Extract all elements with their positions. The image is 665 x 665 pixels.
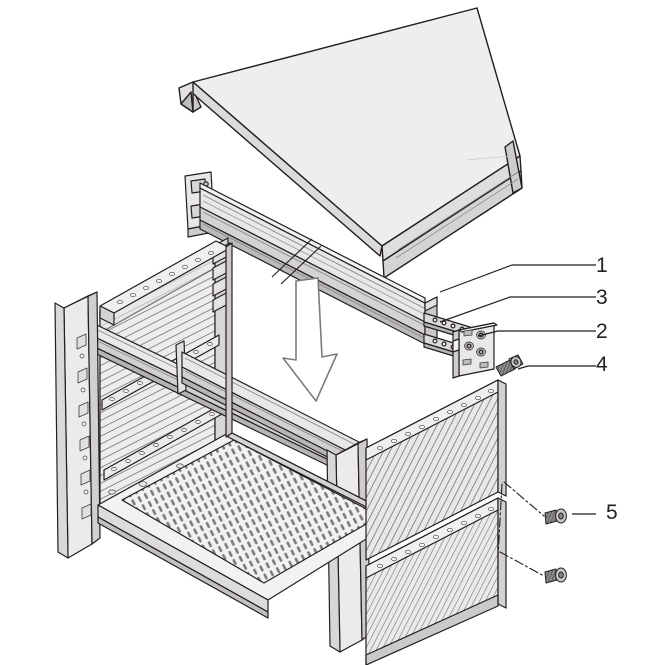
bracket-screw	[495, 354, 524, 377]
leader-line-4	[517, 365, 596, 370]
panel-screw-upper	[544, 508, 567, 525]
top-cover	[178, 7, 523, 279]
panel-screw-lower	[544, 567, 567, 584]
callout-label-1: 1	[596, 254, 608, 277]
callout-label-5: 5	[606, 501, 618, 524]
front-post-left	[54, 291, 101, 559]
chassis-frame	[54, 237, 411, 653]
break-symbol	[271, 238, 322, 285]
callout-leaders	[439, 264, 596, 515]
callout-label-2: 2	[596, 320, 608, 343]
callout-label-3: 3	[596, 286, 608, 309]
leader-line-1	[439, 264, 596, 293]
leader-line-3	[439, 296, 596, 323]
assembly-arrow	[282, 277, 338, 402]
screw-assembly-axis-lines	[497, 481, 545, 577]
base-plate	[97, 431, 401, 619]
leader-line-2	[477, 330, 596, 337]
mounting-bracket-plate	[452, 322, 498, 379]
callout-label-4: 4	[596, 353, 608, 376]
